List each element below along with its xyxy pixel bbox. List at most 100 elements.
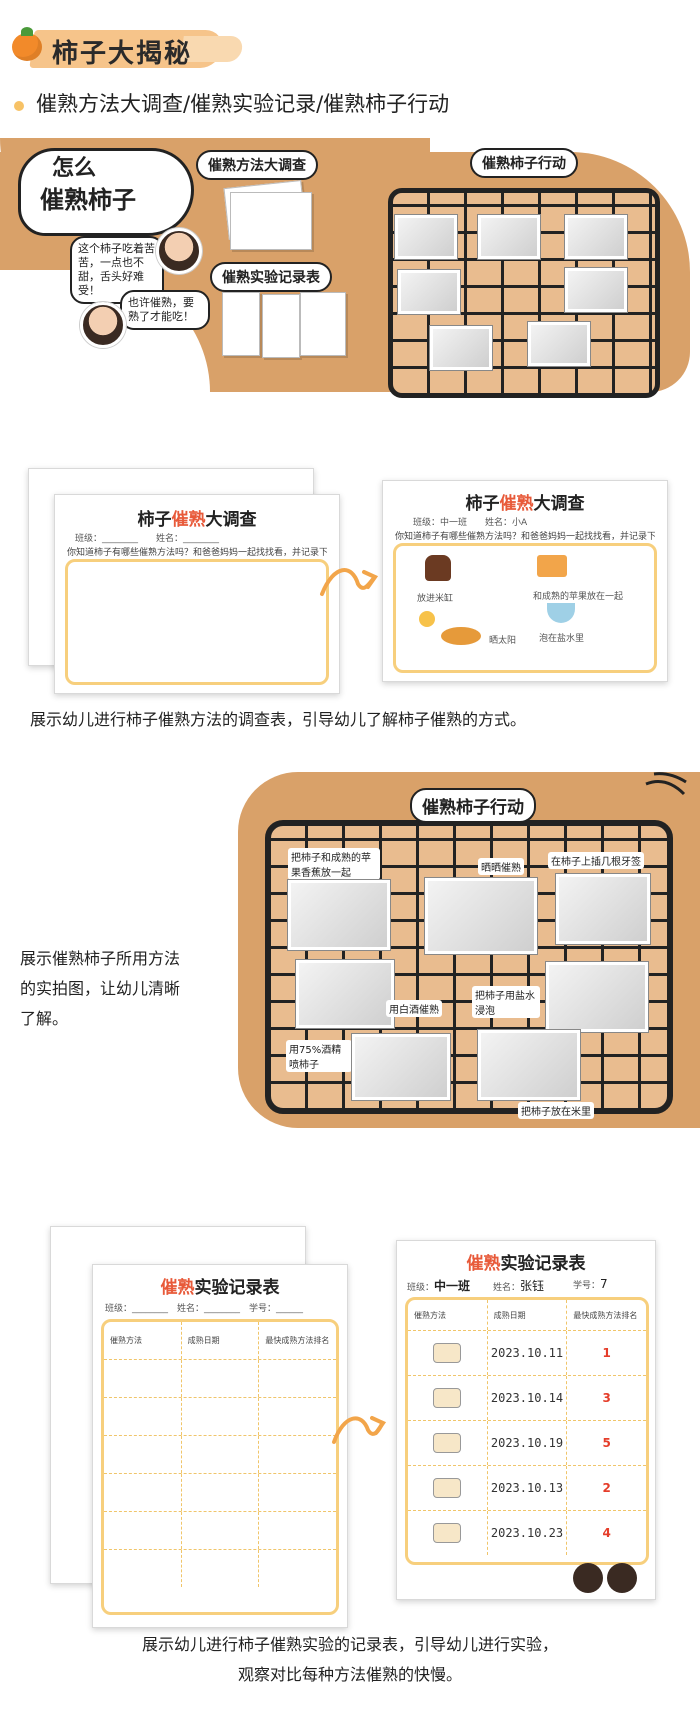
action-board-title: 催熟柿子行动: [410, 788, 536, 823]
row-1-rank: 1: [566, 1331, 646, 1375]
table-row: [104, 1473, 336, 1511]
record-number-field: 学号：7: [573, 1277, 608, 1291]
record-class-field: 班级：中一班: [407, 1279, 471, 1293]
bullet-dot-icon: [14, 101, 24, 111]
record-caption: 展示幼儿进行柿子催熟实验的记录表，引导幼儿进行实验， 观察对比每种方法催熟的快慢…: [0, 1630, 700, 1690]
liquor-bottle-illustration-icon: [433, 1388, 462, 1408]
survey-filled-title: 柿子催熟大调查: [465, 494, 585, 514]
record-sheet-thumbnail-3: [300, 292, 346, 356]
action-label-2: 晒晒催熟: [478, 858, 524, 875]
photo-small-1: [395, 215, 457, 259]
action-caption-line-1: 展示催熟柿子所用方法: [20, 949, 181, 968]
action-caption: 展示催熟柿子所用方法 的实拍图，让幼儿清晰 了解。: [20, 944, 180, 1034]
photo-small-2: [478, 215, 540, 259]
salt-water-illustration-icon: [433, 1433, 462, 1453]
tree-doodle-icon: ♠♠: [150, 340, 201, 373]
header-rank: 最快成熟方法排名: [258, 1322, 336, 1359]
action-label-6: 用75%酒精喷柿子: [286, 1040, 352, 1072]
sun-icon: [419, 611, 435, 627]
record-sheet-thumbnail-2: [262, 294, 300, 358]
row-2-rank: 3: [566, 1376, 646, 1420]
cloud-line-1: 怎么: [52, 156, 97, 181]
cloud-line-2: 催熟柿子: [40, 186, 136, 214]
mini-title-record: 催熟实验记录表: [210, 262, 332, 292]
action-photo-liquor: [296, 960, 394, 1028]
action-photo-sun: [425, 878, 537, 954]
photo-small-7: [528, 322, 590, 366]
row-1-date: 2023.10.11: [486, 1331, 567, 1375]
row-3-date: 2023.10.19: [486, 1421, 567, 1465]
sun-plate-illustration-icon: [433, 1523, 462, 1543]
row-4-rank: 2: [566, 1466, 646, 1510]
survey-sheet-blank: 柿子催熟大调查 班级：________ 姓名：________ 你知道柿子有哪些…: [54, 494, 340, 694]
survey-sheet-filled: 柿子催熟大调查 班级：中一班 姓名：小A 你知道柿子有哪些催熟方法吗？和爸爸妈妈…: [382, 480, 668, 682]
record-table-filled: 催熟方法 成熟日期 最快成熟方法排名 2023.10.11 1 2023.10.…: [405, 1297, 649, 1565]
row-2-date: 2023.10.14: [486, 1376, 567, 1420]
row-3-rank: 5: [566, 1421, 646, 1465]
survey-question: 你知道柿子有哪些催熟方法吗？和爸爸妈妈一起找找看，并记录下来吧！: [67, 548, 327, 558]
salt-water-bowl-icon: [547, 603, 575, 623]
action-photo-rice: [478, 1030, 580, 1100]
section-subtitle: 催熟方法大调查/催熟实验记录/催熟柿子行动: [36, 92, 450, 116]
record-sheet-thumbnail-1: [222, 292, 260, 356]
table-row: 2023.10.11 1: [408, 1330, 646, 1375]
persimmon-plate-icon: [441, 627, 481, 645]
method-2: 和成熟的苹果放在一起: [533, 592, 624, 602]
photo-small-6: [430, 326, 492, 370]
table-row: [104, 1359, 336, 1397]
survey-sheet-title: 柿子催熟大调查: [137, 510, 257, 530]
box-apple-illustration-icon: [433, 1343, 462, 1363]
arrow-right-icon: [320, 568, 378, 596]
header-method: 催熟方法: [110, 1336, 142, 1345]
table-row: [104, 1511, 336, 1549]
kid-illustration-icon: [573, 1563, 603, 1593]
table-row: [104, 1549, 336, 1587]
mini-title-action: 催熟柿子行动: [470, 148, 578, 178]
survey-caption: 展示幼儿进行柿子催熟方法的调查表，引导幼儿了解柿子催熟的方式。: [30, 710, 527, 729]
action-label-7: 把柿子放在米里: [518, 1102, 594, 1119]
action-photo-saltwater: [546, 962, 648, 1032]
record-name-field: 姓名：张钰: [493, 1279, 545, 1293]
record-filled-title: 催熟实验记录表: [466, 1254, 586, 1274]
action-label-5: 把柿子用盐水浸泡: [472, 986, 540, 1018]
child-avatar-1: [156, 228, 202, 274]
survey-fields-filled: 班级：中一班 姓名：小A: [413, 518, 528, 528]
record-table-header: 催熟方法 成熟日期 最快成熟方法排名: [408, 1300, 646, 1330]
child-avatar-2: [80, 302, 126, 348]
survey-question-filled: 你知道柿子有哪些催熟方法吗？和爸爸妈妈一起找找看，并记录下来吧！: [395, 532, 655, 542]
table-row: 2023.10.23 4: [408, 1510, 646, 1555]
action-photo-toothpick: [556, 874, 650, 944]
header-date: 成熟日期: [486, 1300, 567, 1330]
header-date: 成熟日期: [180, 1322, 259, 1359]
mini-title-survey: 催熟方法大调查: [196, 150, 318, 180]
table-row: 2023.10.19 5: [408, 1420, 646, 1465]
survey-sheet-thumbnail: [230, 192, 312, 250]
record-table-blank: 催熟方法 成熟日期 最快成熟方法排名: [101, 1319, 339, 1615]
header-rank: 最快成熟方法排名: [566, 1300, 646, 1330]
record-blank-title: 催熟实验记录表: [160, 1278, 280, 1298]
table-row: [104, 1397, 336, 1435]
section-title: 柿子大揭秘: [52, 39, 193, 69]
box-with-apple-icon: [537, 555, 567, 577]
record-caption-line-2: 观察对比每种方法催熟的快慢。: [237, 1665, 462, 1684]
arrow-right-icon-2: [332, 1416, 386, 1444]
row-5-rank: 4: [566, 1511, 646, 1555]
table-row: [104, 1435, 336, 1473]
method-3: 晒太阳: [489, 636, 517, 646]
question-cloud: [18, 148, 194, 236]
action-caption-line-2: 的实拍图，让幼儿清晰: [20, 979, 181, 998]
table-row: 2023.10.14 3: [408, 1375, 646, 1420]
table-row: 2023.10.13 2: [408, 1465, 646, 1510]
kid-illustration-icon-2: [607, 1563, 637, 1593]
header-method: 催熟方法: [414, 1310, 446, 1320]
action-label-4: 用白酒催熟: [386, 1000, 442, 1017]
survey-answer-box: [65, 559, 329, 685]
action-label-3: 在柿子上插几根牙签: [548, 852, 644, 869]
record-sheet-filled: 催熟实验记录表 班级：中一班 姓名：张钰 学号：7 催熟方法 成熟日期 最快成熟…: [396, 1240, 656, 1600]
rice-jar-icon: [425, 555, 451, 581]
record-table-header: 催熟方法 成熟日期 最快成熟方法排名: [104, 1322, 336, 1359]
photo-small-3: [565, 215, 627, 259]
photo-small-5: [565, 268, 627, 312]
row-4-date: 2023.10.13: [486, 1466, 567, 1510]
action-caption-line-3: 了解。: [20, 1009, 69, 1028]
